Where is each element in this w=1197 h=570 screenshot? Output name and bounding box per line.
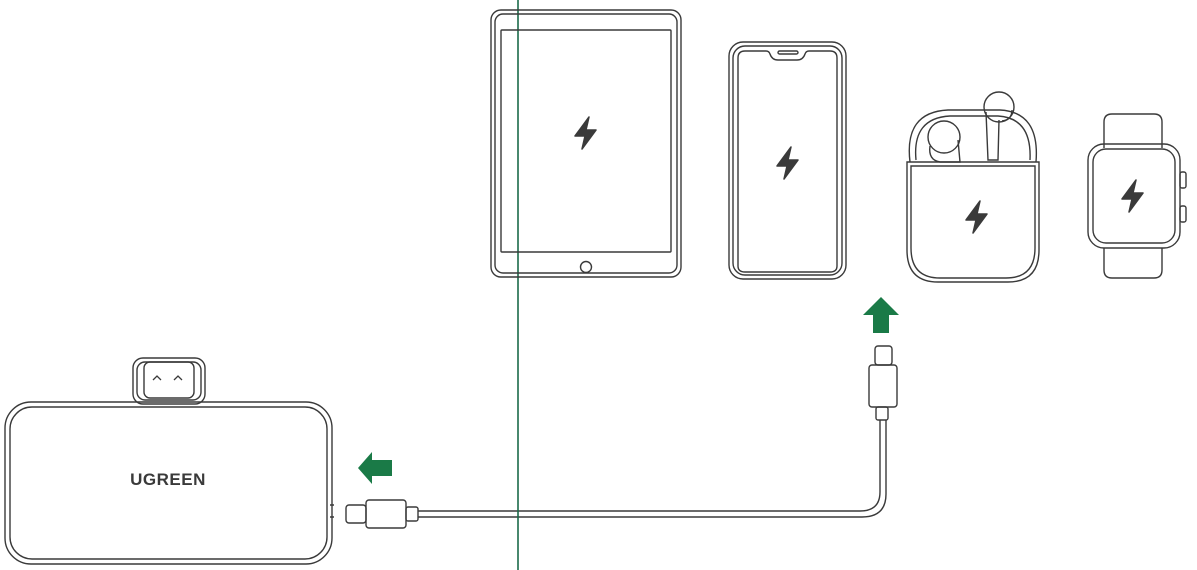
lightning-bolt-icon bbox=[1121, 179, 1144, 213]
tablet-icon bbox=[490, 9, 682, 278]
lightning-bolt-icon bbox=[574, 116, 597, 150]
brand-label: UGREEN bbox=[130, 470, 206, 489]
phone-icon bbox=[728, 41, 847, 280]
lightning-bolt-icon bbox=[776, 146, 799, 180]
usb-c-cable bbox=[345, 345, 898, 529]
robot-head-icon bbox=[132, 357, 206, 405]
power-bank: UGREEN bbox=[4, 357, 334, 565]
smartwatch-icon bbox=[1087, 113, 1187, 279]
arrow-up-icon bbox=[863, 297, 899, 333]
earbuds-case-icon bbox=[906, 91, 1040, 283]
arrow-left-icon bbox=[358, 452, 392, 484]
lightning-bolt-icon bbox=[965, 200, 988, 234]
